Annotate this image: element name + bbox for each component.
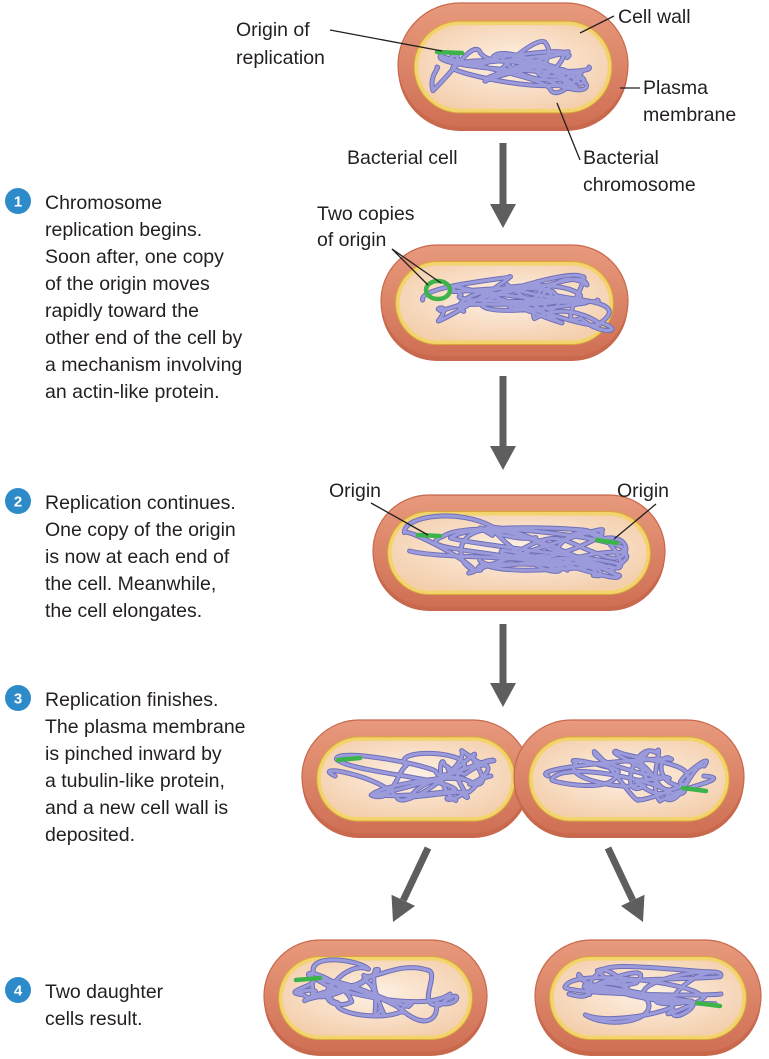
origin-step-3-left bbox=[335, 755, 363, 763]
label-cell-wall: Cell wall bbox=[618, 6, 691, 28]
cell-step-3-right bbox=[513, 719, 745, 838]
cell-daughter-right bbox=[534, 939, 762, 1056]
cell-step-3-left-chromosome-0 bbox=[327, 749, 496, 802]
step-2-line2: One copy of the origin bbox=[45, 519, 236, 541]
step-1-line8: an actin-like protein. bbox=[45, 381, 220, 403]
cell-daughter-left bbox=[263, 939, 488, 1056]
leader-two-copies-b bbox=[391, 248, 442, 284]
step-1-badge bbox=[5, 188, 31, 214]
origin-cell-0 bbox=[434, 49, 465, 56]
step-1-line6: other end of the cell by bbox=[45, 327, 243, 349]
origin-daughter-left bbox=[293, 975, 323, 983]
label-bacterial-cell: Bacterial cell bbox=[347, 147, 458, 169]
cell-bacterial bbox=[397, 2, 629, 131]
step-3-line5: and a new cell wall is bbox=[45, 797, 228, 819]
arrow-4-right-shaft bbox=[604, 846, 636, 902]
arrow-4-right-head bbox=[620, 894, 645, 922]
arrow-2-head bbox=[490, 446, 516, 470]
label-origin-left: Origin bbox=[329, 480, 381, 502]
step-2-line4: the cell. Meanwhile, bbox=[45, 573, 216, 595]
label-origin-right: Origin bbox=[617, 480, 669, 502]
step-1-line3: Soon after, one copy bbox=[45, 246, 224, 268]
step-3-line4: a tubulin-like protein, bbox=[45, 770, 225, 792]
leader-cell-wall bbox=[579, 15, 615, 34]
label-origin-of-replication-line2: replication bbox=[236, 47, 325, 69]
arrow-1-head bbox=[490, 204, 516, 228]
leader-origin-of-replication bbox=[329, 29, 443, 52]
cell-step-3-right-chromosome-0 bbox=[544, 748, 715, 803]
step-3-line2: The plasma membrane bbox=[45, 716, 246, 738]
label-bacterial-chromosome-line1: Bacterial bbox=[583, 147, 659, 169]
arrow-1 bbox=[490, 143, 516, 228]
cell-step-1-chromosome-0 bbox=[421, 273, 614, 332]
cell-step-3-left bbox=[301, 719, 531, 838]
arrow-4-left-shaft bbox=[400, 846, 432, 902]
label-origin-of-replication-line1: Origin of bbox=[236, 19, 310, 41]
arrow-4-left-head bbox=[391, 894, 416, 922]
step-4-badge bbox=[5, 977, 31, 1003]
origin-right-step-2 bbox=[594, 537, 620, 546]
arrow-3-head bbox=[490, 683, 516, 707]
step-4-line1: Two daughter bbox=[45, 981, 164, 1003]
arrow-2 bbox=[490, 376, 516, 470]
step-2-line3: is now at each end of bbox=[45, 546, 230, 568]
step-3-badge bbox=[5, 685, 31, 711]
origin-step-3-right bbox=[680, 785, 709, 794]
step-3-line3: is pinched inward by bbox=[45, 743, 222, 765]
cell-step-2 bbox=[372, 494, 666, 611]
leader-two-copies-a bbox=[391, 248, 429, 286]
cell-daughter-left-chromosome-0 bbox=[293, 958, 459, 1023]
step-4-line2: cells result. bbox=[45, 1008, 143, 1030]
arrow-4-left bbox=[391, 846, 432, 922]
cells-layer bbox=[263, 2, 762, 1056]
step-1-line2: replication begins. bbox=[45, 219, 202, 241]
cell-step-2-chromosome-0 bbox=[402, 514, 629, 579]
step-1-line5: rapidly toward the bbox=[45, 300, 199, 322]
step-3-line6: deposited. bbox=[45, 824, 135, 846]
label-two-copies-line2: of origin bbox=[317, 229, 386, 251]
step-1-line1: Chromosome bbox=[45, 192, 162, 214]
step-1-number: 1 bbox=[14, 194, 22, 211]
arrows-layer bbox=[391, 143, 645, 922]
label-plasma-membrane-line1: Plasma bbox=[643, 77, 708, 99]
origin-daughter-right bbox=[694, 1000, 723, 1009]
origin-left-step-2 bbox=[415, 532, 443, 539]
leader-bacterial-chromosome bbox=[556, 102, 581, 161]
step-1-line7: a mechanism involving bbox=[45, 354, 242, 376]
leader-origin-left bbox=[370, 502, 429, 536]
step-1-line4: of the origin moves bbox=[45, 273, 210, 295]
label-bacterial-chromosome-line2: chromosome bbox=[583, 174, 696, 196]
cell-step-1 bbox=[380, 244, 629, 361]
step-2-line1: Replication continues. bbox=[45, 492, 236, 514]
leader-lines bbox=[329, 15, 657, 540]
arrow-3 bbox=[490, 624, 516, 707]
step-4-number: 4 bbox=[14, 983, 23, 1000]
cell-bacterial-chromosome-0 bbox=[430, 40, 591, 95]
leader-origin-right bbox=[613, 503, 657, 540]
arrow-4-right bbox=[604, 846, 645, 922]
step-3-line1: Replication finishes. bbox=[45, 689, 218, 711]
step-2-line5: the cell elongates. bbox=[45, 600, 202, 622]
label-plasma-membrane-line2: membrane bbox=[643, 104, 736, 126]
step-3-number: 3 bbox=[14, 691, 22, 708]
label-two-copies-line1: Two copies bbox=[317, 203, 415, 225]
step-2-badge bbox=[5, 488, 31, 514]
cell-daughter-right-chromosome-0 bbox=[563, 965, 723, 1024]
step-2-number: 2 bbox=[14, 494, 22, 511]
